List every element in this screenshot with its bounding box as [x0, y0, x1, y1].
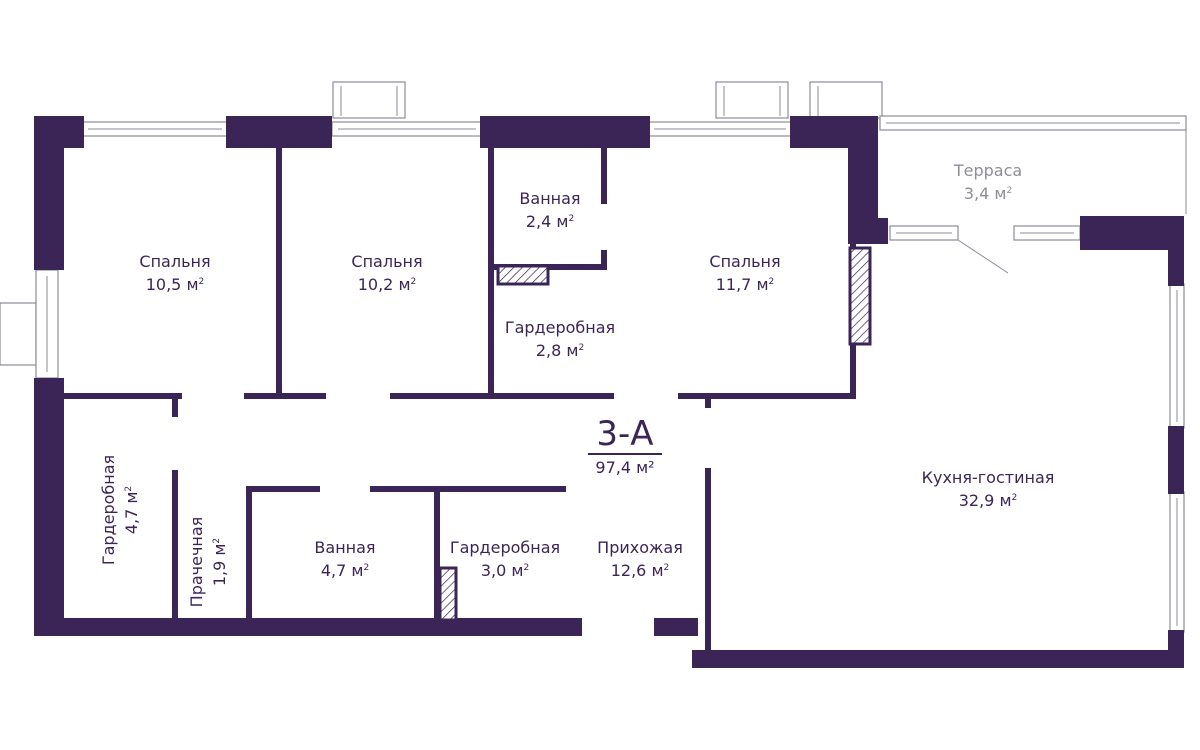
room-area: 4,7 м2: [320, 561, 370, 580]
room-area: 32,9 м2: [958, 491, 1018, 510]
room-name: Гардеробная: [449, 538, 561, 557]
room-name: Терраса: [953, 161, 1023, 180]
room-area: 12,6 м2: [610, 561, 670, 580]
room-area: 3,4 м2: [963, 184, 1013, 203]
room-name: Прачечная: [187, 516, 206, 608]
room-area: 10,2 м2: [357, 275, 417, 294]
room-name: Спальня: [351, 252, 423, 271]
room-area: 2,8 м2: [535, 341, 585, 360]
room-area: 4,7 м2: [122, 485, 141, 535]
room-area: 1,9 м2: [210, 537, 229, 587]
room-area: 10,5 м2: [145, 275, 205, 294]
apartment-total-area: 97,4 м²: [595, 458, 655, 477]
room-label-bath2: Ванная 4,7 м2: [295, 537, 395, 581]
room-area: 2,4 м2: [525, 212, 575, 231]
room-label-bedroom3: Спальня 11,7 м2: [680, 251, 810, 295]
room-name: Гардеробная: [504, 318, 616, 337]
apartment-code-divider: [588, 453, 662, 455]
room-label-laundry: Прачечная 1,9 м2: [186, 502, 230, 622]
ventilation-shafts: [438, 246, 872, 622]
room-name: Гардеробная: [99, 454, 118, 566]
room-area: 3,0 м2: [480, 561, 530, 580]
outer-walls: [34, 116, 1184, 668]
room-label-wardrobe2: Гардеробная 4,7 м2: [98, 445, 142, 575]
room-name: Кухня-гостиная: [921, 468, 1055, 487]
windows: [35, 115, 1187, 633]
room-label-wardrobe3: Гардеробная 3,0 м2: [438, 537, 572, 581]
room-label-bedroom1: Спальня 10,5 м2: [110, 251, 240, 295]
room-label-hall: Прихожая 12,6 м2: [580, 537, 700, 581]
room-name: Спальня: [709, 252, 781, 271]
room-label-bedroom2: Спальня 10,2 м2: [322, 251, 452, 295]
room-label-kitchen: Кухня-гостиная 32,9 м2: [908, 467, 1068, 511]
room-name: Ванная: [519, 189, 581, 208]
room-name: Прихожая: [597, 538, 683, 557]
apartment-code: 3-А: [596, 414, 654, 454]
room-label-wardrobe1: Гардеробная 2,8 м2: [490, 317, 630, 361]
interior-walls: [64, 148, 856, 658]
room-name: Спальня: [139, 252, 211, 271]
room-label-terrace: Терраса 3,4 м2: [923, 160, 1053, 204]
room-name: Ванная: [314, 538, 376, 557]
room-label-bath1: Ванная 2,4 м2: [500, 188, 600, 232]
window-sills: [0, 81, 883, 366]
room-area: 11,7 м2: [715, 275, 775, 294]
